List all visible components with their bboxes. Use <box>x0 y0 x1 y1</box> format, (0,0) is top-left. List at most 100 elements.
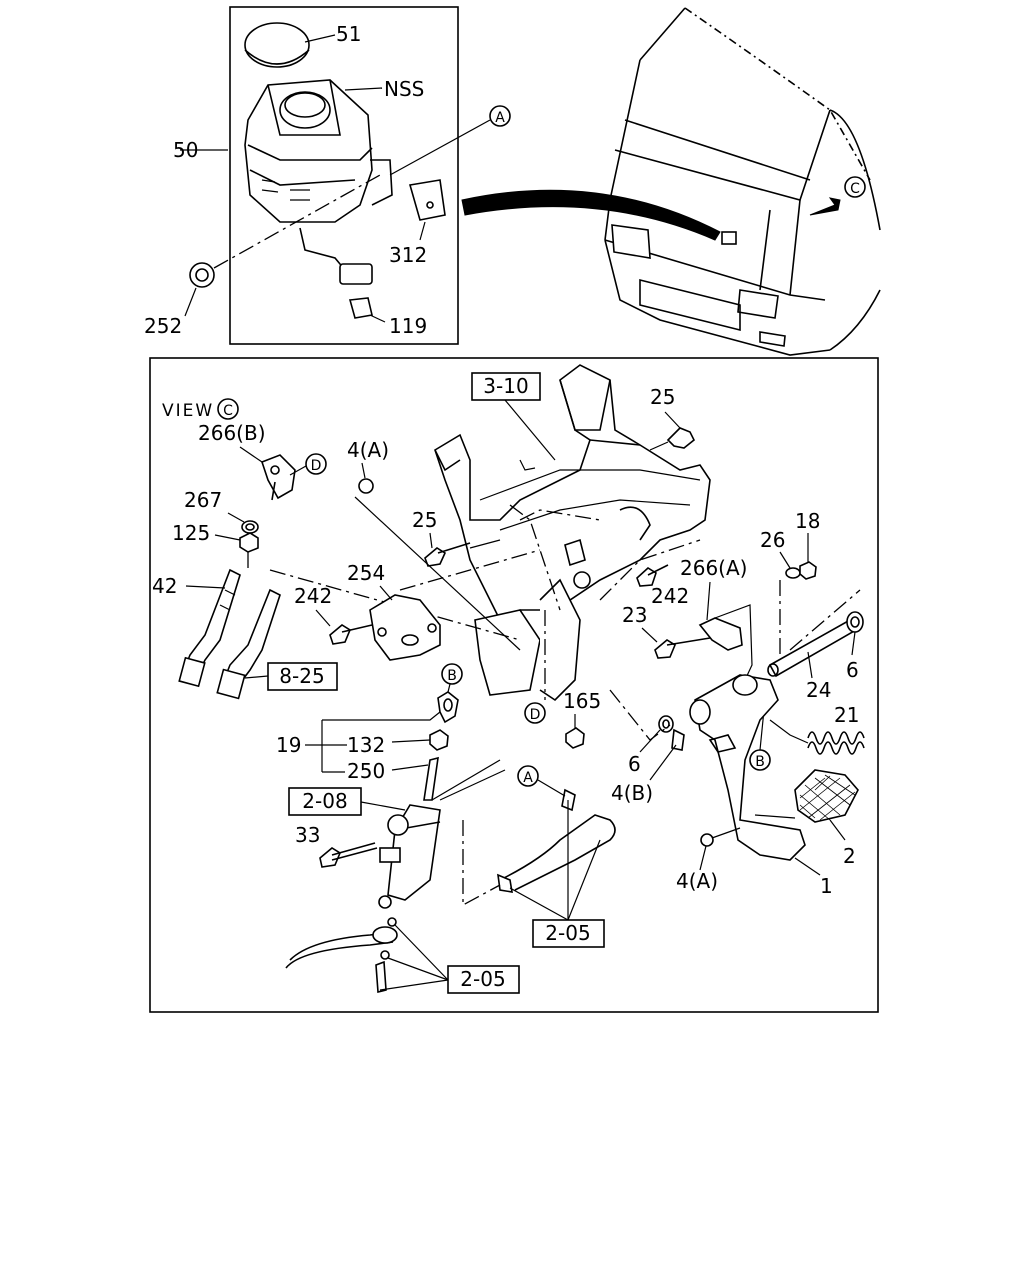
truck-cab <box>604 7 881 356</box>
svg-text:23: 23 <box>622 603 647 627</box>
svg-text:21: 21 <box>834 703 859 727</box>
pipe-lower <box>285 917 398 994</box>
svg-text:252: 252 <box>144 314 182 338</box>
svg-text:8-25: 8-25 <box>279 664 324 688</box>
bolt-25-upper <box>649 427 696 451</box>
svg-text:B: B <box>755 754 765 770</box>
svg-text:3-10: 3-10 <box>483 374 528 398</box>
reservoir-inset <box>180 6 459 345</box>
label-box-2-05-lower: 2-05 <box>379 924 520 994</box>
svg-text:51: 51 <box>336 22 361 46</box>
svg-text:18: 18 <box>795 509 820 533</box>
svg-text:312: 312 <box>389 243 427 267</box>
svg-text:2-05: 2-05 <box>460 967 505 991</box>
nut-252 <box>184 262 215 317</box>
svg-text:1: 1 <box>820 874 833 898</box>
svg-text:26: 26 <box>760 528 785 552</box>
nut-125 <box>239 532 259 553</box>
svg-text:2-05: 2-05 <box>545 921 590 945</box>
svg-text:NSS: NSS <box>384 77 424 101</box>
svg-text:25: 25 <box>650 385 675 409</box>
rod-250 <box>423 756 439 801</box>
label-box-3-10: 3-10 <box>471 372 541 401</box>
washer-26 <box>785 567 801 579</box>
svg-text:33: 33 <box>295 823 320 847</box>
svg-text:254: 254 <box>347 561 385 585</box>
svg-text:42: 42 <box>152 574 177 598</box>
svg-text:6: 6 <box>846 658 859 682</box>
svg-text:19: 19 <box>276 733 301 757</box>
bolt-4a-lower <box>700 827 741 847</box>
nut-132 <box>429 729 449 751</box>
svg-text:VIEW: VIEW <box>162 401 214 421</box>
bushing-6-left <box>658 715 674 733</box>
pedal-bracket <box>434 364 711 702</box>
nut-18 <box>799 561 817 580</box>
master-cylinder <box>378 759 506 909</box>
svg-text:242: 242 <box>651 584 689 608</box>
bolt-242-left <box>329 624 373 645</box>
bolt-4a-upper <box>358 478 374 494</box>
washer-267 <box>241 520 259 534</box>
svg-text:4(A): 4(A) <box>347 438 389 462</box>
bracket-254 <box>369 594 441 661</box>
svg-text:50: 50 <box>173 138 198 162</box>
view-c-frame <box>149 357 879 1013</box>
svg-text:2: 2 <box>843 844 856 868</box>
label-box-2-08: 2-08 <box>288 787 406 816</box>
svg-text:A: A <box>495 110 505 126</box>
svg-text:25: 25 <box>412 508 437 532</box>
svg-text:119: 119 <box>389 314 427 338</box>
bushing-6-right <box>846 611 864 633</box>
label-box-2-05-upper: 2-05 <box>509 800 605 948</box>
svg-text:132: 132 <box>347 733 385 757</box>
pedal-arm <box>689 674 806 861</box>
switch-42 <box>178 568 281 700</box>
clip-266a <box>698 617 743 651</box>
clip-266b <box>261 454 296 501</box>
svg-text:250: 250 <box>347 759 385 783</box>
svg-text:267: 267 <box>184 488 222 512</box>
pedal-pad-2 <box>794 769 859 823</box>
svg-text:6: 6 <box>628 752 641 776</box>
callout-d-left: D <box>289 453 327 476</box>
callout-d-middle: D <box>524 702 546 724</box>
callout-a-top: A <box>389 105 511 176</box>
bracket-312 <box>408 179 446 241</box>
nut-165 <box>565 727 585 749</box>
group-19 <box>321 711 441 773</box>
svg-text:2-08: 2-08 <box>302 789 347 813</box>
bolt-33 <box>319 842 378 868</box>
bolt-23 <box>654 637 711 659</box>
callout-b-left: B <box>441 663 463 685</box>
view-c-title: VIEW C <box>162 398 239 421</box>
clevis-19 <box>437 691 459 724</box>
bolt-242-right <box>636 564 669 587</box>
clip-119 <box>348 297 386 323</box>
svg-text:4(B): 4(B) <box>611 781 653 805</box>
svg-text:266(A): 266(A) <box>680 556 747 580</box>
direction-arrow <box>461 189 721 241</box>
reservoir-body <box>244 79 393 285</box>
svg-text:266(B): 266(B) <box>198 421 266 445</box>
hose-upper <box>497 788 616 893</box>
svg-text:D: D <box>530 707 541 723</box>
reservoir-cap <box>244 22 336 68</box>
svg-text:125: 125 <box>172 521 210 545</box>
svg-text:C: C <box>223 403 233 419</box>
svg-text:A: A <box>523 770 533 786</box>
svg-text:4(A): 4(A) <box>676 869 718 893</box>
svg-text:B: B <box>447 668 457 684</box>
svg-text:D: D <box>311 458 322 474</box>
svg-text:24: 24 <box>806 678 831 702</box>
shaft-24 <box>767 618 858 678</box>
svg-text:242: 242 <box>294 584 332 608</box>
spring-21 <box>769 719 865 755</box>
label-box-8-25: 8-25 <box>244 662 338 691</box>
callout-a-lower: A <box>517 765 566 797</box>
svg-text:165: 165 <box>563 689 601 713</box>
callout-c-top: C <box>844 176 866 198</box>
bolt-4b <box>671 728 685 751</box>
svg-text:C: C <box>850 181 860 197</box>
